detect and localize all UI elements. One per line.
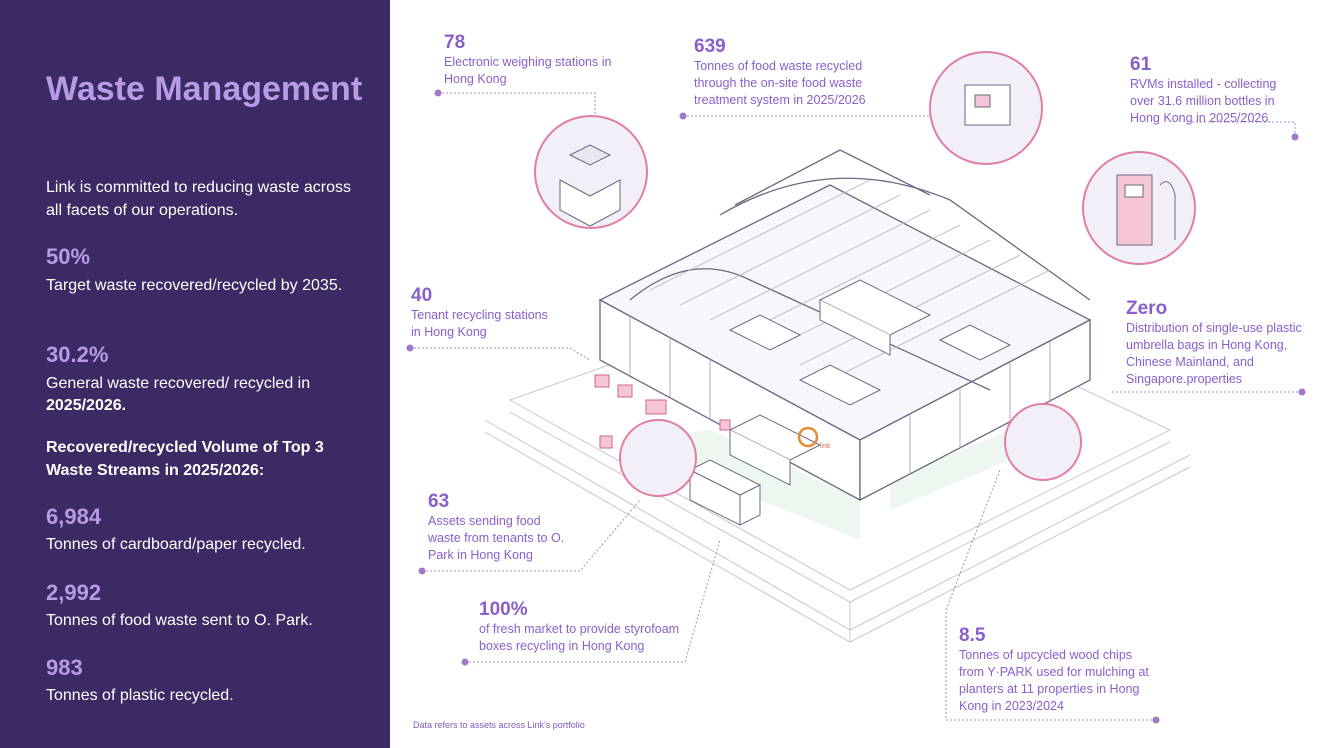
callout-umbrella-bags: Zero Distribution of single-use plastic … (1126, 298, 1321, 388)
stream-paper-value: 6,984 (46, 504, 102, 529)
stream-food-value: 2,992 (46, 580, 102, 605)
callout-weighing-value: 78 (444, 32, 466, 53)
callout-weighing-stations: 78 Electronic weighing stations in Hong … (444, 32, 624, 88)
section-heading: Recovered/recycled Volume of Top 3 Waste… (46, 439, 324, 479)
callout-wood-chips: 8.5 Tonnes of upcycled wood chips from Y… (959, 625, 1149, 715)
callout-fresh-market: 100% of fresh market to provide styrofoa… (479, 599, 699, 655)
sidebar: Waste Management Link is committed to re… (0, 0, 390, 748)
stat-general-label: General waste recovered/ recycled in 202… (46, 373, 366, 417)
callout-rvm-value: 61 (1130, 54, 1152, 75)
svg-text:link: link (820, 443, 831, 450)
building-illustration: link (406, 51, 1306, 724)
infographic-area: link (390, 0, 1330, 748)
callout-rvm: 61 RVMs installed - collecting over 31.6… (1130, 54, 1290, 127)
page-title: Waste Management (46, 70, 363, 108)
footnote: Data refers to assets across Link's port… (413, 720, 585, 730)
callout-wood-value: 8.5 (959, 625, 986, 646)
callout-tenant-recycling: 40 Tenant recycling stations in Hong Kon… (411, 285, 556, 341)
stat-general-label-year: 2025/2026. (46, 397, 127, 414)
callout-market-text: of fresh market to provide styrofoam box… (479, 622, 680, 653)
callout-wood-text: Tonnes of upcycled wood chips from Y·PAR… (959, 648, 1149, 713)
bin-cart-icon (619, 419, 697, 497)
callout-assets-opark: 63 Assets sending food waste from tenant… (428, 491, 568, 564)
callout-food-value: 639 (694, 36, 726, 57)
intro-text: Link is committed to reducing waste acro… (46, 179, 352, 219)
callout-rvm-text: RVMs installed - collecting over 31.6 mi… (1130, 77, 1277, 125)
stream-paper-label: Tonnes of cardboard/paper recycled. (46, 536, 306, 553)
callout-weighing-text: Electronic weighing stations in Hong Kon… (444, 55, 612, 86)
stat-general-value: 30.2% (46, 342, 109, 367)
wheelbarrow-icon (1004, 403, 1082, 481)
stat-target-label: Target waste recovered/recycled by 2035. (46, 277, 343, 294)
callout-tenant-value: 40 (411, 285, 433, 306)
callout-assets-value: 63 (428, 491, 450, 512)
stat-general-label-text: General waste recovered/ recycled in (46, 375, 311, 392)
stream-plastic-label: Tonnes of plastic recycled. (46, 687, 234, 704)
callout-tenant-text: Tenant recycling stations in Hong Kong (411, 308, 548, 339)
callout-umbrella-text: Distribution of single-use plastic umbre… (1126, 321, 1302, 386)
callout-food-waste: 639 Tonnes of food waste recycled throug… (694, 36, 894, 109)
callout-food-text: Tonnes of food waste recycled through th… (694, 59, 866, 107)
stream-plastic-value: 983 (46, 655, 83, 680)
stream-food-label: Tonnes of food waste sent to O. Park. (46, 612, 313, 629)
callout-assets-text: Assets sending food waste from tenants t… (428, 514, 565, 562)
callout-market-value: 100% (479, 599, 528, 620)
stat-target-value: 50% (46, 244, 91, 269)
callout-umbrella-value: Zero (1126, 298, 1168, 319)
